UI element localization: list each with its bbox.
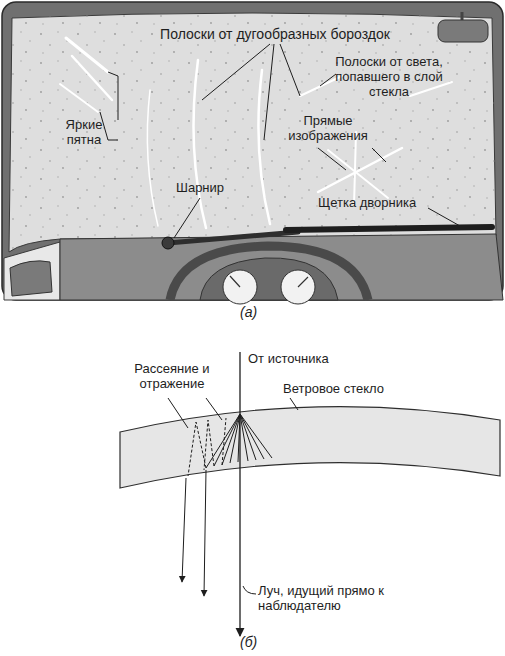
- callout-label: Ветровое стекло: [283, 382, 413, 397]
- direct-image-streak: [354, 132, 356, 206]
- bright-spot-streak: [72, 56, 112, 100]
- leader-line: [243, 586, 256, 594]
- callout-label: Луч, идущий прямо к наблюдателю: [258, 584, 398, 614]
- leader-line: [372, 148, 386, 162]
- bright-spot-streak: [60, 84, 98, 112]
- leader-line: [108, 72, 118, 120]
- callout-label: Яркие пятна: [52, 118, 116, 148]
- wiper-blade: [286, 227, 492, 230]
- leader-line: [202, 44, 270, 100]
- side-mirror: [10, 261, 52, 296]
- direct-image-streak: [318, 148, 402, 192]
- windshield-frame: [2, 2, 503, 300]
- leader-line: [318, 148, 346, 170]
- reflected-ray: [204, 420, 214, 470]
- leader-line: [168, 398, 188, 428]
- arc-streak: [258, 70, 270, 224]
- arc-streak: [147, 90, 158, 226]
- panel-label: (а): [240, 304, 280, 320]
- reflected-ray: [222, 418, 226, 465]
- leader-line: [100, 112, 118, 140]
- callout-label: Шарнир: [176, 181, 256, 196]
- light-streaks: [60, 38, 452, 228]
- callout-label: От источника: [248, 352, 378, 367]
- leader-line: [320, 74, 336, 86]
- scatter-fan: [206, 414, 272, 468]
- panel-label: (б): [240, 634, 280, 650]
- leader-lines: [100, 44, 460, 238]
- leader-line: [280, 44, 300, 96]
- leader-line: [428, 208, 460, 226]
- steering-wheel: [170, 246, 368, 300]
- source-ray: [239, 352, 240, 636]
- glass-speckles: [9, 13, 496, 252]
- gauge-needle: [230, 276, 308, 287]
- leader-line: [264, 44, 274, 140]
- callout-label: Полоски от дугообразных бороздок: [150, 26, 400, 42]
- windshield-section: [120, 407, 500, 488]
- arc-streak: [194, 60, 207, 228]
- wiper-hinge: [162, 237, 174, 249]
- layer-light-streak: [410, 82, 452, 96]
- leader-line: [206, 398, 222, 420]
- scatter-rays: [168, 398, 298, 596]
- leader-line: [290, 398, 298, 410]
- callout-label: Полоски от света, попавшего в слой стекл…: [330, 55, 448, 100]
- side-window: [4, 242, 60, 300]
- callout-label: Рассеяние и отражение: [112, 362, 232, 392]
- exit-ray: [182, 478, 186, 582]
- exit-ray: [204, 470, 206, 596]
- windshield-glass: [9, 13, 496, 252]
- wiper-arm: [168, 232, 298, 243]
- callout-label: Прямые изображения: [276, 114, 380, 144]
- rearview-mirror: [438, 20, 488, 42]
- reflected-ray: [188, 422, 206, 476]
- direct-image-streak: [328, 150, 388, 198]
- callout-label: Щетка дворника: [318, 196, 448, 211]
- instrument-hood: [200, 258, 338, 300]
- leader-line: [174, 198, 200, 238]
